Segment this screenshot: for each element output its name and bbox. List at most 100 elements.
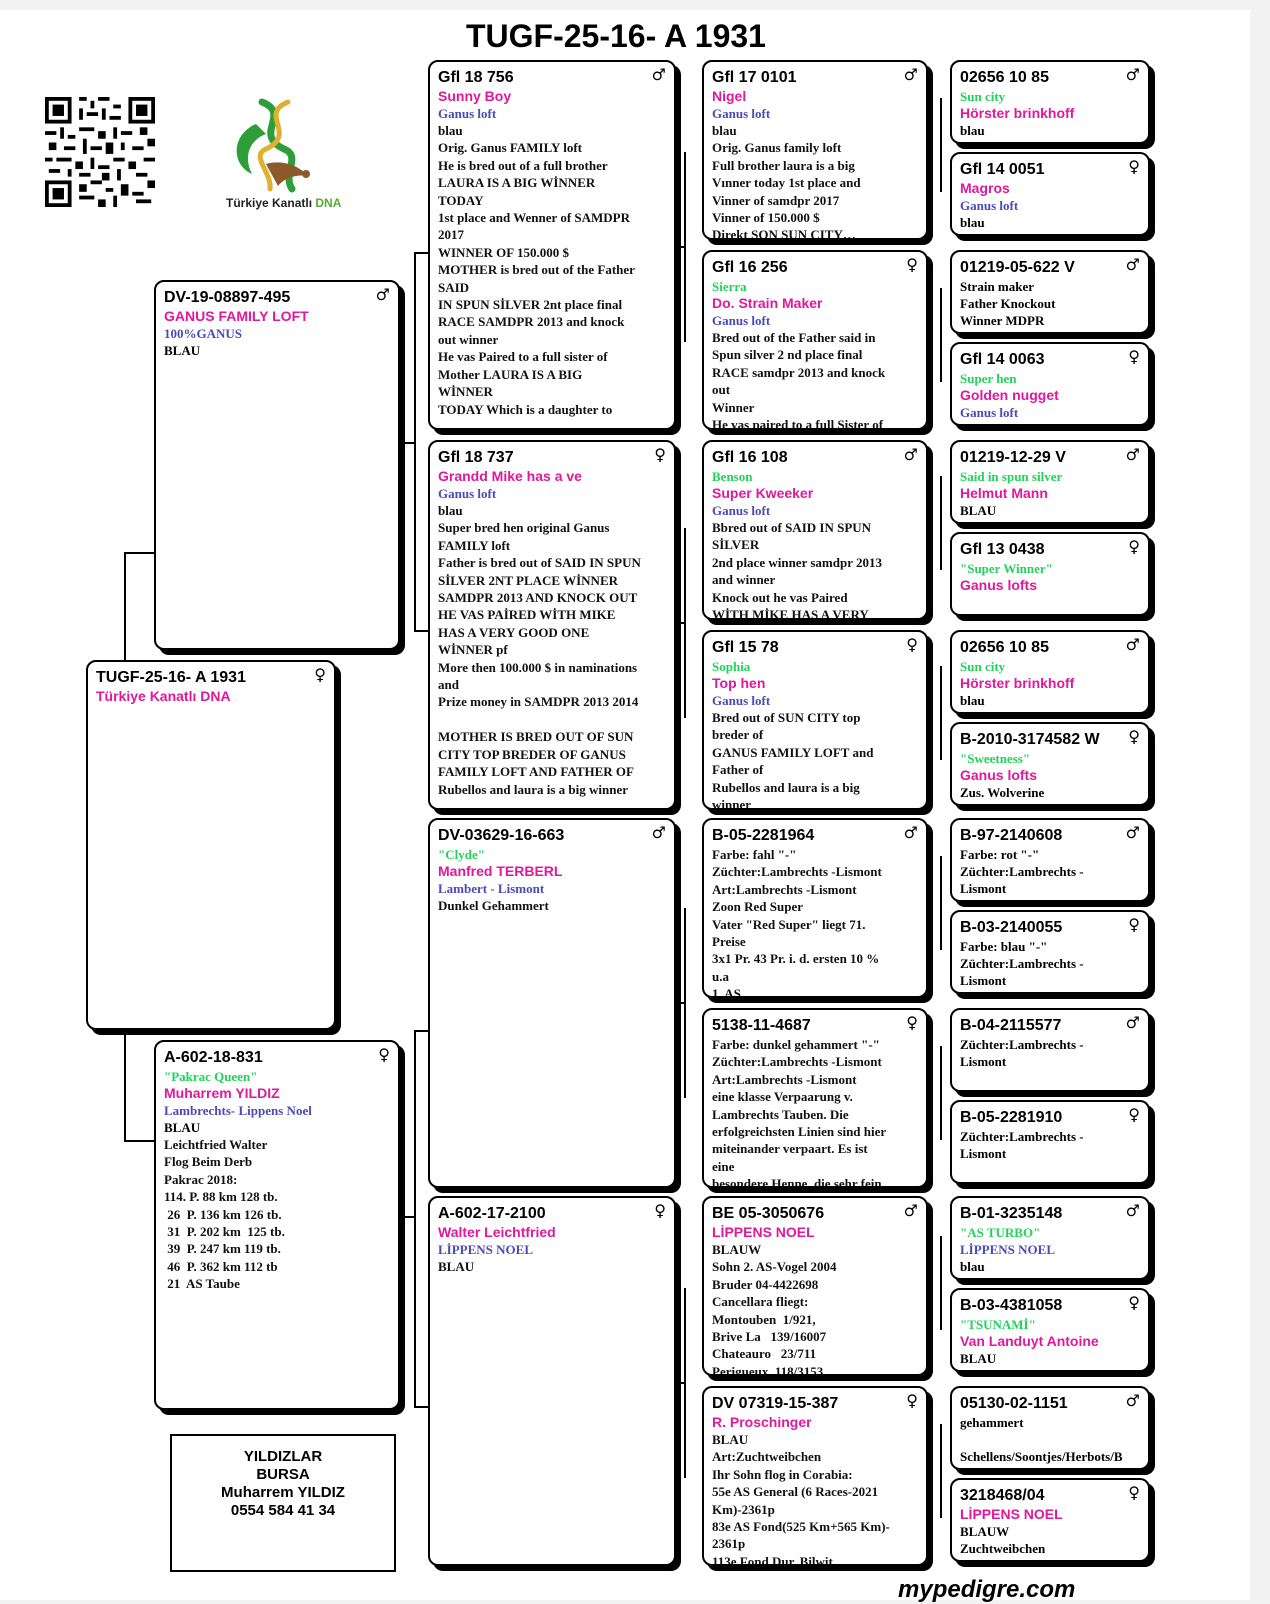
pigeon-name: Sophia [712,659,751,674]
dam-sire-card[interactable]: DV-03629-16-663 ♂ "Clyde" Manfred TERBER… [428,818,676,1188]
pigeon-name: Sun city [960,89,1006,104]
male-icon: ♂ [1125,445,1140,464]
female-icon: ♀ [906,1391,918,1410]
connector-line [400,1216,416,1218]
notes: BLAU [438,1259,475,1274]
connector-line [672,1002,686,1004]
ring-number: B-05-2281910 [960,1109,1063,1126]
gen4-card-9[interactable]: B-97-2140608 ♂ Farbe: rot "-" Züchter:La… [950,818,1150,902]
color: blau [960,1259,985,1274]
ring-number: B-03-4381058 [960,1297,1063,1314]
male-icon: ♂ [1125,1201,1140,1220]
color: blau [960,693,985,708]
color: BLAU [960,1351,997,1366]
notes-line-1: Züchter:Lambrechts - [960,1129,1084,1144]
female-icon: ♀ [1128,537,1140,556]
gen4-card-1[interactable]: 02656 10 85 ♂ Sun city Hörster brinkhoff… [950,60,1150,144]
sdd-card[interactable]: Gfl 15 78 ♀ Sophia Top hen Ganus loft Br… [702,630,928,810]
ring-number: Gfl 15 78 [712,639,779,656]
connector-line [414,1406,428,1408]
gen4-card-14[interactable]: B-03-4381058 ♀ "TSUNAMİ" Van Landuyt Ant… [950,1288,1150,1372]
sds-card[interactable]: Gfl 16 108 ♂ Benson Super Kweeker Ganus … [702,440,928,620]
sss-card[interactable]: Gfl 17 0101 ♂ Nigel Ganus loft blau Orig… [702,60,928,240]
pigeon-name: "Pakrac Queen" [164,1069,258,1084]
gen4-card-11[interactable]: B-04-2115577 ♂ Züchter:Lambrechts - Lism… [950,1008,1150,1092]
ring-number: DV-19-08897-495 [164,289,291,306]
pigeon-name: Magros [960,180,1010,196]
ring-number: Gfl 14 0051 [960,161,1045,178]
strain: Ganus loft [712,503,771,518]
pigeon-name: Said in spun silver [960,469,1063,484]
owner-line-1: YILDIZLAR [243,1448,323,1465]
strain: Ganus loft [712,106,771,121]
sire-card[interactable]: DV-19-08897-495 ♂ GANUS FAMILY LOFT 100%… [154,280,400,650]
gen4-card-13[interactable]: B-01-3235148 ♂ "AS TURBO" LİPPENS NOEL b… [950,1196,1150,1280]
gen4-card-5[interactable]: 01219-12-29 V ♂ Said in spun silver Helm… [950,440,1150,524]
pedigree-title: TUGF-25-16- A 1931 [466,18,766,54]
notes-line-2: Züchter:Lambrechts - [960,864,1084,879]
connector-line [672,246,686,248]
ssd-card[interactable]: Gfl 16 256 ♀ Sierra Do. Strain Maker Gan… [702,250,928,430]
male-icon: ♂ [1125,255,1140,274]
gen4-card-2[interactable]: Gfl 14 0051 ♀ Magros Ganus loft blau [950,152,1150,236]
female-icon: ♀ [1128,1105,1140,1124]
color: blau [960,215,985,230]
female-icon: ♀ [1128,1483,1140,1502]
gen4-card-4[interactable]: Gfl 14 0063 ♀ Super hen Golden nugget Ga… [950,342,1150,426]
ddd-card[interactable]: DV 07319-15-387 ♀ R. Proschinger BLAU Ar… [702,1386,928,1566]
gen4-card-15[interactable]: 05130-02-1151 ♂ gehammert Schellens/Soon… [950,1386,1150,1470]
notes-line-3: Lismont [960,973,1007,988]
gen4-card-3[interactable]: 01219-05-622 V ♂ Strain maker Father Kno… [950,250,1150,334]
pigeon-name: Sun city [960,659,1006,674]
notes: Bbred out of SAID IN SPUN SİLVER 2nd pla… [712,520,882,620]
gen4-card-8[interactable]: B-2010-3174582 W ♀ "Sweetness" Ganus lof… [950,722,1150,806]
logo-text: Türkiye Kanatlı DNA [226,196,342,210]
notes: Zus. Wolverine [960,785,1045,800]
owner-name: Walter Leichtfried [438,1224,556,1240]
ring-number: 02656 10 85 [960,639,1049,656]
connector-line [672,1382,686,1384]
gen4-card-6[interactable]: Gfl 13 0438 ♀ "Super Winner" Ganus lofts [950,532,1150,616]
owner-name: Top hen [712,675,766,691]
female-icon: ♀ [906,1013,918,1032]
dam-dam-card[interactable]: A-602-17-2100 ♀ Walter Leichtfried LİPPE… [428,1196,676,1566]
gen4-card-12[interactable]: B-05-2281910 ♀ Züchter:Lambrechts - Lism… [950,1100,1150,1184]
notes-line-2: Züchter:Lambrechts - [960,956,1084,971]
sire-dam-card[interactable]: Gfl 18 737 ♀ Grandd Mike has a ve Ganus … [428,440,676,810]
gen4-card-16[interactable]: 3218468/04 ♀ LİPPENS NOEL BLAUW Zuchtwei… [950,1478,1150,1562]
dam-card[interactable]: A-602-18-831 ♀ "Pakrac Queen" Muharrem Y… [154,1040,400,1410]
owner-phone: 0554 584 41 34 [230,1502,336,1519]
sire-sire-card[interactable]: Gfl 18 756 ♂ Sunny Boy Ganus loft blau O… [428,60,676,430]
dss-card[interactable]: B-05-2281964 ♂ Farbe: fahl "-" Züchter:L… [702,818,928,998]
footer-site-link[interactable]: mypedigre.com [898,1576,1076,1603]
ring-number: A-602-17-2100 [438,1205,546,1222]
connector-line [414,1030,416,1408]
owner-name: R. Proschinger [712,1414,812,1430]
gen4-card-10[interactable]: B-03-2140055 ♀ Farbe: blau "-" Züchter:L… [950,910,1150,994]
connector-line [940,1236,942,1330]
ring-number: DV-03629-16-663 [438,827,565,844]
female-icon: ♀ [654,445,666,464]
color: BLAU [960,503,997,518]
female-icon: ♀ [1128,157,1140,176]
strain: Ganus loft [438,486,497,501]
pigeon-name: "AS TURBO" [960,1225,1041,1240]
dsd-card[interactable]: 5138-11-4687 ♀ Farbe: dunkel gehammert "… [702,1008,928,1188]
pigeon-name: Benson [712,469,753,484]
ring-number: B-05-2281964 [712,827,815,844]
subject-card[interactable]: TUGF-25-16- A 1931 ♀ Türkiye Kanatlı DNA [86,660,336,1030]
gen4-card-7[interactable]: 02656 10 85 ♂ Sun city Hörster brinkhoff… [950,630,1150,714]
dds-card[interactable]: BE 05-3050676 ♂ LİPPENS NOEL BLAUW Sohn … [702,1196,928,1376]
male-icon: ♂ [1125,1391,1140,1410]
notes: blau Orig. Ganus FAMILY loft He is bred … [438,123,635,417]
ring-number: Gfl 16 256 [712,259,788,276]
male-icon: ♂ [651,65,666,84]
notes: Bred out of SUN CITY top breder of GANUS… [712,710,874,810]
connector-line [414,1030,428,1032]
ring-number: Gfl 14 0063 [960,351,1045,368]
pigeon-name: Sierra [712,279,747,294]
color: BLAU [164,343,201,358]
owner-name: Ganus lofts [960,767,1038,783]
color: BLAU [164,1120,201,1135]
male-icon: ♂ [903,823,918,842]
